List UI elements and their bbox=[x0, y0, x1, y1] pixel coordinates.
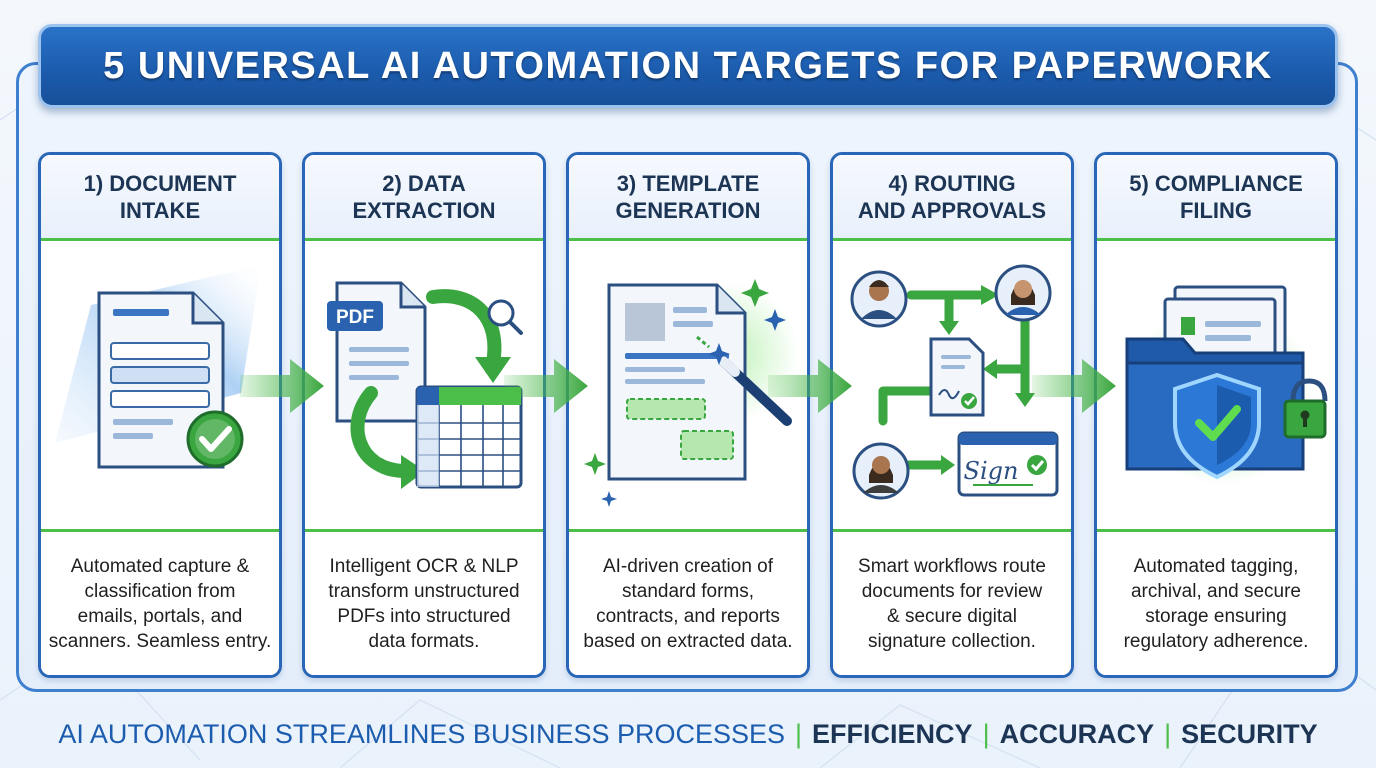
document-check-icon bbox=[41, 243, 279, 529]
card-compliance-filing: 5) COMPLIANCE FILING bbox=[1094, 152, 1338, 678]
card-title: 1) DOCUMENT INTAKE bbox=[83, 170, 237, 223]
footer-separator: | bbox=[982, 718, 990, 749]
card-description-text: Intelligent OCR & NLP transform unstruct… bbox=[328, 555, 520, 652]
footer-keyword-efficiency: EFFICIENCY bbox=[812, 718, 973, 749]
card-description-text: Automated capture & classification from … bbox=[48, 555, 272, 652]
card-header: 1) DOCUMENT INTAKE bbox=[41, 155, 279, 241]
footer-keyword-accuracy: ACCURACY bbox=[999, 718, 1155, 749]
card-description: Automated capture & classification from … bbox=[41, 529, 279, 675]
card-data-extraction: 2) DATA EXTRACTION PDF bbox=[302, 152, 546, 678]
card-header: 2) DATA EXTRACTION bbox=[305, 155, 543, 241]
card-document-intake: 1) DOCUMENT INTAKE Automa bbox=[38, 152, 282, 678]
title-banner: 5 UNIVERSAL AI AUTOMATION TARGETS FOR PA… bbox=[38, 24, 1338, 108]
footer-separator: | bbox=[1164, 718, 1172, 749]
pdf-to-table-icon: PDF bbox=[305, 243, 543, 529]
footer-tagline: AI AUTOMATION STREAMLINES BUSINESS PROCE… bbox=[0, 714, 1376, 754]
card-description-text: Automated tagging, archival, and secure … bbox=[1123, 555, 1309, 652]
footer-keyword-security: SECURITY bbox=[1181, 718, 1318, 749]
page-title: 5 UNIVERSAL AI AUTOMATION TARGETS FOR PA… bbox=[103, 44, 1273, 87]
card-description: Smart workflows route documents for revi… bbox=[833, 529, 1071, 675]
flow-arrow-4 bbox=[1032, 359, 1116, 413]
card-description-text: Smart workflows route documents for revi… bbox=[858, 555, 1046, 652]
card-template-generation: 3) TEMPLATE GENERATION bbox=[566, 152, 810, 678]
card-title: 2) DATA EXTRACTION bbox=[352, 170, 496, 223]
pdf-label: PDF bbox=[336, 307, 374, 328]
approval-workflow-icon: Sign bbox=[833, 243, 1071, 529]
card-description: Intelligent OCR & NLP transform unstruct… bbox=[305, 529, 543, 675]
card-description: Automated tagging, archival, and secure … bbox=[1097, 529, 1335, 675]
card-header: 5) COMPLIANCE FILING bbox=[1097, 155, 1335, 241]
card-title: 4) ROUTING AND APPROVALS bbox=[857, 170, 1047, 223]
flow-arrow-1 bbox=[240, 359, 324, 413]
template-wand-icon bbox=[569, 243, 807, 529]
card-header: 3) TEMPLATE GENERATION bbox=[569, 155, 807, 241]
flow-arrow-3 bbox=[768, 359, 852, 413]
sign-label: Sign bbox=[964, 457, 1019, 485]
card-routing-approvals: 4) ROUTING AND APPROVALS bbox=[830, 152, 1074, 678]
flow-arrow-2 bbox=[504, 359, 588, 413]
footer-separator: | bbox=[795, 718, 803, 749]
card-description: AI-driven creation of standard forms, co… bbox=[569, 529, 807, 675]
secure-folder-icon bbox=[1097, 243, 1335, 529]
card-header: 4) ROUTING AND APPROVALS bbox=[833, 155, 1071, 241]
card-title: 3) TEMPLATE GENERATION bbox=[615, 170, 761, 223]
card-title: 5) COMPLIANCE FILING bbox=[1129, 170, 1303, 223]
card-description-text: AI-driven creation of standard forms, co… bbox=[583, 555, 793, 652]
footer-main-text: AI AUTOMATION STREAMLINES BUSINESS PROCE… bbox=[58, 718, 786, 749]
